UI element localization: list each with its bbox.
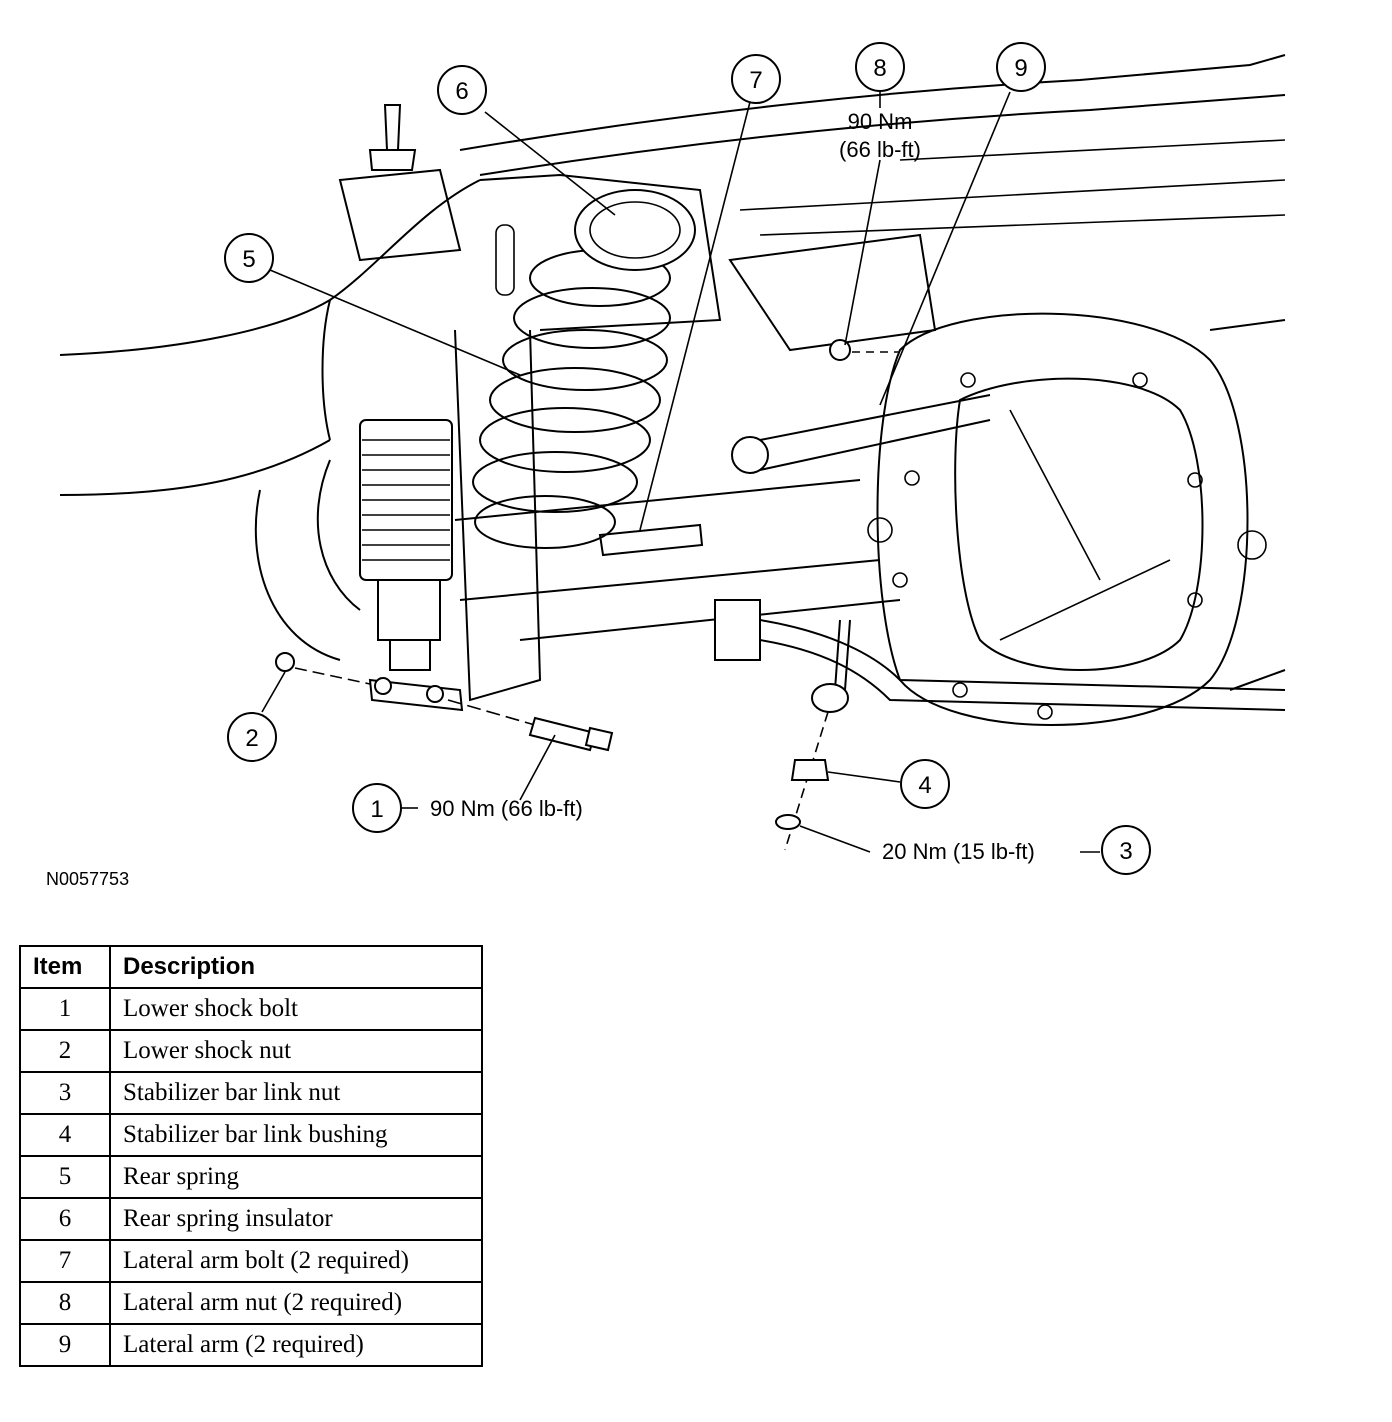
torque-callout-8-line2: (66 lb-ft) <box>839 137 921 162</box>
legend-header-item: Item <box>19 945 111 989</box>
svg-text:3: 3 <box>1119 838 1132 865</box>
svg-text:2: 2 <box>245 725 258 752</box>
callout-5: 5 <box>224 233 274 283</box>
svg-text:1: 1 <box>370 796 383 823</box>
callout-3: 3 <box>1101 825 1151 875</box>
legend-item-number: 2 <box>19 1029 111 1073</box>
legend-item-description: Lateral arm (2 required) <box>109 1323 483 1367</box>
legend-item-description: Lateral arm nut (2 required) <box>109 1281 483 1325</box>
svg-text:7: 7 <box>749 67 762 94</box>
legend-item-number: 5 <box>19 1155 111 1199</box>
callout-1: 1 <box>352 783 402 833</box>
callout-4: 4 <box>900 759 950 809</box>
leader-lines <box>261 91 1100 853</box>
callout-7: 7 <box>731 54 781 104</box>
callout-9: 9 <box>996 42 1046 92</box>
callouts: 6 7 8 9 5 2 1 4 3 <box>224 42 1151 875</box>
legend-item-number: 1 <box>19 987 111 1031</box>
torque-callout-1: 90 Nm (66 lb-ft) <box>430 796 583 821</box>
legend-item-description: Stabilizer bar link bushing <box>109 1113 483 1157</box>
legend-item-number: 6 <box>19 1197 111 1241</box>
legend-item-description: Lower shock bolt <box>109 987 483 1031</box>
suspension-diagram: 6 7 8 9 5 2 1 4 3 90 Nm (66 lb-ft) 90 Nm… <box>46 42 1286 889</box>
legend-item-number: 4 <box>19 1113 111 1157</box>
svg-text:8: 8 <box>873 55 886 82</box>
legend-item-description: Lateral arm bolt (2 required) <box>109 1239 483 1283</box>
callout-8: 8 <box>855 42 905 92</box>
legend-item-number: 3 <box>19 1071 111 1115</box>
callout-2: 2 <box>227 712 277 762</box>
svg-text:4: 4 <box>918 772 931 799</box>
svg-text:9: 9 <box>1014 55 1027 82</box>
callout-6: 6 <box>437 65 487 115</box>
legend-item-number: 8 <box>19 1281 111 1325</box>
legend-header-description: Description <box>109 945 483 989</box>
legend-item-number: 7 <box>19 1239 111 1283</box>
figure-id: N0057753 <box>46 869 129 889</box>
legend-header-row: Item Description <box>19 945 483 989</box>
suspension-illustration <box>59 54 1286 851</box>
legend-item-description: Lower shock nut <box>109 1029 483 1073</box>
legend-item-description: Rear spring insulator <box>109 1197 483 1241</box>
torque-callout-8-line1: 90 Nm <box>848 109 913 134</box>
svg-text:6: 6 <box>455 78 468 105</box>
torque-callout-3: 20 Nm (15 lb-ft) <box>882 839 1035 864</box>
legend-item-description: Stabilizer bar link nut <box>109 1071 483 1115</box>
legend-item-description: Rear spring <box>109 1155 483 1199</box>
legend-item-number: 9 <box>19 1323 111 1367</box>
svg-text:5: 5 <box>242 246 255 273</box>
